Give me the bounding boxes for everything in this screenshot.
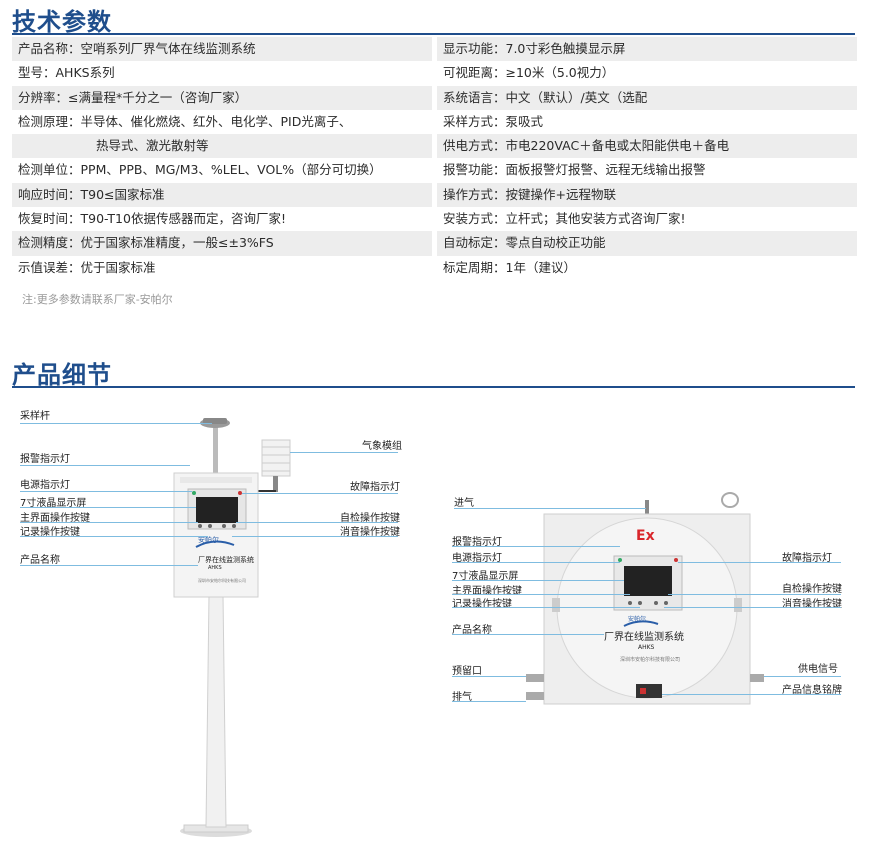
spec-row: 标定周期：1年（建议） xyxy=(437,255,857,280)
label-inlet: 进气 xyxy=(454,498,474,509)
spec-row: 检测原理：半导体、催化燃烧、红外、电化学、PID光离子、 xyxy=(12,109,432,135)
spec-row: 操作方式：按键操作+远程物联 xyxy=(437,182,857,208)
label-power-light: 电源指示灯 xyxy=(20,480,70,491)
label-main-keys: 主界面操作按键 xyxy=(20,513,90,524)
label-selftest-keys: 自检操作按键 xyxy=(782,584,842,595)
brand-logo-text: 安帕尔 xyxy=(198,536,219,544)
leader-line xyxy=(664,607,841,608)
leader-line xyxy=(452,594,630,595)
leader-line xyxy=(20,536,208,537)
label-alarm-light: 报警指示灯 xyxy=(452,537,502,548)
spec-row: 型号：AHKS系列 xyxy=(12,61,432,86)
label-power-signal: 供电信号 xyxy=(798,664,838,675)
spec-row: 安装方式：立杆式；其他安装方式咨询厂家! xyxy=(437,207,857,232)
leader-line xyxy=(668,594,841,595)
leader-line xyxy=(20,565,198,566)
spec-note: 注:更多参数请联系厂家-安帕尔 xyxy=(22,293,173,306)
label-main-keys: 主界面操作按键 xyxy=(452,586,522,597)
label-lcd: 7寸液晶显示屏 xyxy=(452,571,519,582)
leader-line xyxy=(290,452,398,453)
explosion-proof-figure: Ex 安帕尔 厂界在线监测系统 AHKS 深圳市安帕尔科技有限公司 进气 报警指… xyxy=(440,480,871,720)
explosion-proof-drawing xyxy=(526,492,764,705)
pole-unit-figure: 安帕尔 厂界在线监测系统 AHKS 深圳市安帕尔科技有限公司 采样杆 报警指示灯… xyxy=(0,395,430,845)
spec-row: 可视距离：≥10米（5.0视力） xyxy=(437,61,857,86)
spec-row: 产品名称：空哨系列厂界气体在线监测系统 xyxy=(12,37,432,62)
leader-line xyxy=(452,562,620,563)
model-plate: AHKS xyxy=(208,565,222,571)
detail-section-title: 产品细节 xyxy=(12,361,112,389)
leader-line xyxy=(452,634,604,635)
label-weather-module: 气象模组 xyxy=(362,441,402,452)
leader-line xyxy=(454,508,646,509)
spec-table-left: 产品名称：空哨系列厂界气体在线监测系统 型号：AHKS系列 分辨率：≤满量程*千… xyxy=(12,37,432,280)
label-reserved-port: 预留口 xyxy=(452,666,482,677)
spec-row: 热导式、激光散射等 xyxy=(12,134,432,159)
spec-row: 示值误差：优于国家标准 xyxy=(12,255,432,280)
leader-line xyxy=(452,546,620,547)
spec-row: 自动标定：零点自动校正功能 xyxy=(437,231,857,256)
label-record-keys: 记录操作按键 xyxy=(20,527,80,538)
tech-section-divider xyxy=(12,33,855,35)
leader-line xyxy=(20,423,212,424)
brand-logo-text: 安帕尔 xyxy=(628,616,647,623)
spec-row: 报警功能：面板报警灯报警、远程无线输出报警 xyxy=(437,158,857,183)
product-name-plate: 厂界在线监测系统 xyxy=(198,556,254,564)
leader-line xyxy=(662,694,841,695)
leader-line xyxy=(242,493,398,494)
leader-line xyxy=(20,507,196,508)
label-lcd: 7寸液晶显示屏 xyxy=(20,498,87,509)
spec-row: 分辨率：≤满量程*千分之一（咨询厂家） xyxy=(12,85,432,110)
label-info-nameplate: 产品信息铭牌 xyxy=(782,685,842,696)
label-power-light: 电源指示灯 xyxy=(452,553,502,564)
pole-unit-drawing xyxy=(173,418,291,837)
ex-mark: Ex xyxy=(636,528,655,544)
product-name-plate: 厂界在线监测系统 xyxy=(604,632,684,643)
label-mute-keys: 消音操作按键 xyxy=(782,599,842,610)
spec-row: 系统语言：中文（默认）/英文（选配 xyxy=(437,85,857,110)
label-product-name: 产品名称 xyxy=(452,625,492,636)
label-record-keys: 记录操作按键 xyxy=(452,599,512,610)
leader-line xyxy=(20,465,190,466)
label-exhaust: 排气 xyxy=(452,692,472,703)
tech-section-title: 技术参数 xyxy=(12,8,112,36)
label-fault-light: 故障指示灯 xyxy=(782,553,832,564)
leader-line xyxy=(20,491,192,492)
leader-line xyxy=(452,701,526,702)
spec-row: 显示功能：7.0寸彩色触摸显示屏 xyxy=(437,37,857,62)
spec-row: 采样方式：泵吸式 xyxy=(437,109,857,135)
model-plate: AHKS xyxy=(638,644,655,651)
spec-row: 检测精度：优于国家标准精度，一般≤±3%FS xyxy=(12,231,432,256)
label-selftest-keys: 自检操作按键 xyxy=(340,513,400,524)
label-sampling-rod: 采样杆 xyxy=(20,411,50,422)
label-mute-keys: 消音操作按键 xyxy=(340,527,400,538)
company-plate: 深圳市安帕尔科技有限公司 xyxy=(620,657,681,663)
spec-row: 供电方式：市电220VAC＋备电或太阳能供电＋备电 xyxy=(437,134,857,159)
leader-line xyxy=(764,676,841,677)
leader-line xyxy=(20,522,198,523)
leader-line xyxy=(452,676,526,677)
label-product-name: 产品名称 xyxy=(20,555,60,566)
spec-row: 检测单位：PPM、PPB、MG/M3、%LEL、VOL%（部分可切换） xyxy=(12,158,432,183)
spec-row: 响应时间：T90≤国家标准 xyxy=(12,182,432,208)
company-plate: 深圳市安帕尔科技有限公司 xyxy=(198,578,246,583)
leader-line xyxy=(678,562,841,563)
spec-table-right: 显示功能：7.0寸彩色触摸显示屏 可视距离：≥10米（5.0视力） 系统语言：中… xyxy=(437,37,857,280)
label-alarm-light: 报警指示灯 xyxy=(20,454,70,465)
leader-line xyxy=(236,522,398,523)
detail-section-divider xyxy=(12,386,855,388)
leader-line xyxy=(452,580,624,581)
leader-line xyxy=(452,607,640,608)
leader-line xyxy=(232,536,398,537)
label-fault-light: 故障指示灯 xyxy=(350,482,400,493)
spec-row: 恢复时间：T90-T10依据传感器而定，咨询厂家! xyxy=(12,207,432,232)
